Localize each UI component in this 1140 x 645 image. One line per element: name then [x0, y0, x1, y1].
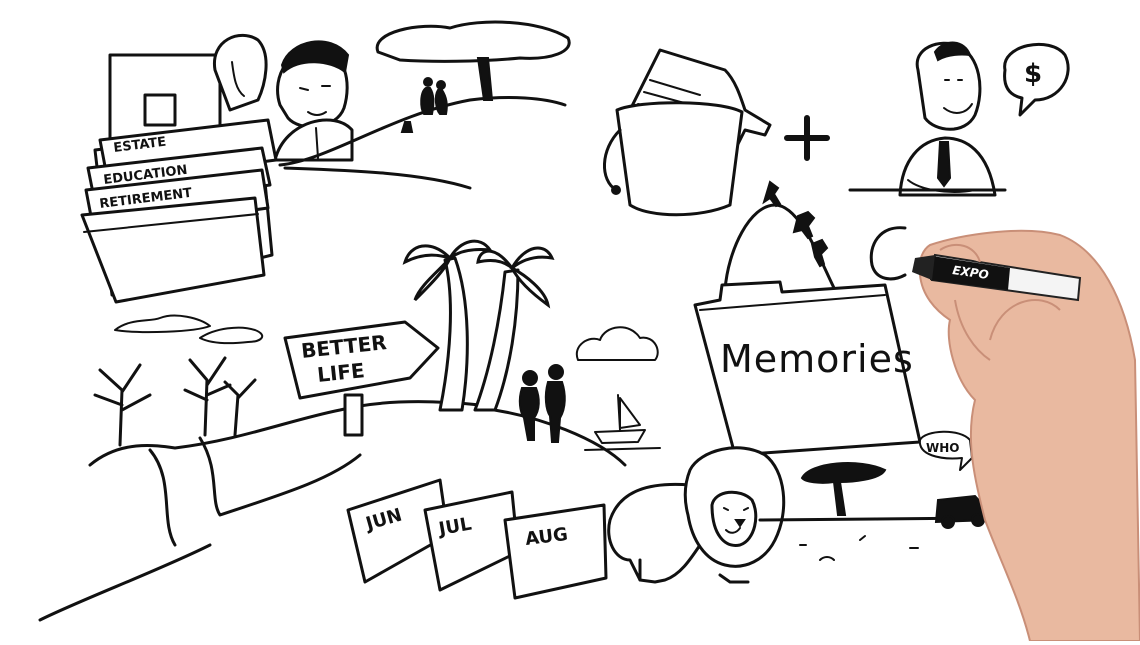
clouds-left [114, 314, 264, 345]
savanna-scene [758, 462, 992, 561]
computer-monitor [108, 53, 222, 147]
sailboat [584, 394, 661, 451]
memories-label: Memories [720, 337, 914, 381]
calendar-aug: AUG [503, 503, 608, 600]
speech-bubble: $ [1003, 42, 1070, 117]
bubble-text-partial: WHO [926, 441, 959, 455]
advisor-figure [848, 41, 1007, 197]
cloud-center [575, 326, 659, 361]
plus-sign [784, 115, 830, 161]
partial-circle-drawing [869, 226, 907, 281]
folder-tab-estate: ESTATE [113, 135, 167, 156]
lion [607, 446, 786, 584]
bare-trees [93, 356, 257, 447]
better-life-sign: BETTER LIFE [283, 320, 440, 437]
calendar-jul: JUL [423, 490, 520, 592]
dollar-sign-icon: $ [1024, 59, 1042, 89]
walking-couple [518, 364, 566, 443]
woman-figure [213, 34, 268, 112]
expo-marker: EXPO [912, 253, 1082, 302]
hill-with-tree [278, 20, 571, 190]
sign-text-life: LIFE [316, 358, 366, 387]
bucket-with-document [603, 48, 772, 217]
winding-road [38, 400, 627, 622]
marker-brand-label: EXPO [952, 263, 990, 282]
calendar-jun: JUN [346, 478, 450, 584]
man-figure [273, 40, 354, 162]
hand-with-marker: EXPO [912, 229, 1140, 642]
month-aug: AUG [524, 524, 569, 550]
palm-trees [402, 239, 555, 412]
mountain-climbers [723, 180, 837, 292]
partial-speech-bubble: WHO [918, 430, 973, 471]
file-folders-stack: ESTATE EDUCATION RETIREMENT [80, 118, 278, 304]
memories-folder: Memories [693, 280, 922, 457]
